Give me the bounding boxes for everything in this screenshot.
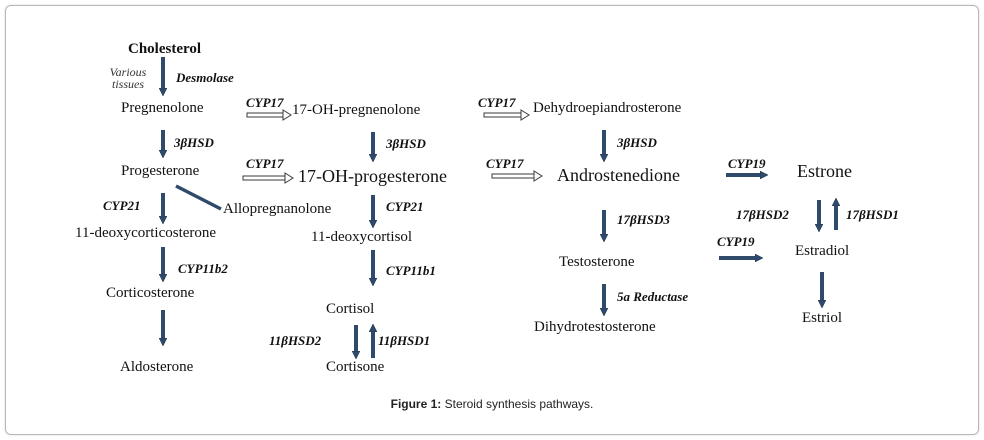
- compound-pregnenolone: Pregnenolone: [121, 100, 204, 116]
- enzyme-11bhsd2: 11βHSD2: [269, 333, 322, 348]
- compound-testosterone: Testosterone: [559, 254, 635, 270]
- compound-corticosterone: Corticosterone: [106, 285, 195, 301]
- enzyme-cyp19-2: CYP19: [717, 234, 755, 249]
- various-tissues-line1: Various: [109, 65, 147, 79]
- compound-allopregnanolone: Allopregnanolone: [223, 201, 332, 217]
- compound-17-oh-progesterone: 17-OH-progesterone: [298, 166, 447, 186]
- hollow-arrow-prog-ohprog: [242, 172, 294, 184]
- compound-aldosterone: Aldosterone: [120, 359, 194, 375]
- enzyme-cyp11b1: CYP11b1: [386, 263, 436, 278]
- line-progesterone-allopregnanolone: [175, 184, 222, 211]
- compound-deoxycorticosterone: 11-deoxycorticosterone: [75, 225, 217, 241]
- enzyme-3bhsd-3: 3βHSD: [617, 135, 657, 150]
- figure-frame: [5, 5, 979, 435]
- compound-dihydrotestosterone: Dihydrotestosterone: [534, 319, 656, 335]
- enzyme-cyp21-1: CYP21: [103, 198, 141, 213]
- enzyme-cyp11b2: CYP11b2: [178, 261, 228, 276]
- hollow-arrow-ohprog-androstenedione: [491, 170, 543, 182]
- compound-cholesterol: Cholesterol: [128, 41, 202, 57]
- caption-label: Figure 1:: [390, 397, 442, 411]
- enzyme-17bhsd3: 17βHSD3: [617, 212, 670, 227]
- figure-caption: Figure 1: Steroid synthesis pathways.: [0, 397, 984, 411]
- compound-dehydroepiandrosterone: Dehydroepiandrosterone: [533, 100, 682, 116]
- enzyme-11bhsd1: 11βHSD1: [378, 333, 431, 348]
- compound-estrone: Estrone: [797, 161, 852, 181]
- compound-11-deoxycortisol: 11-deoxycortisol: [311, 229, 413, 245]
- enzyme-3bhsd-2: 3βHSD: [386, 136, 426, 151]
- various-tissues-line2: tissues: [111, 77, 144, 91]
- enzyme-17bhsd1: 17βHSD1: [846, 207, 899, 222]
- compound-cortisol: Cortisol: [326, 301, 375, 317]
- caption-text: Steroid synthesis pathways.: [444, 397, 594, 411]
- enzyme-cyp21-2: CYP21: [386, 199, 424, 214]
- enzyme-cyp19-1: CYP19: [728, 156, 766, 171]
- enzyme-cyp17-4: CYP17: [486, 156, 524, 171]
- enzyme-desmolase: Desmolase: [176, 70, 234, 85]
- compound-estradiol: Estradiol: [795, 243, 850, 259]
- enzyme-cyp17-3: CYP17: [478, 95, 516, 110]
- compound-cortisone: Cortisone: [326, 359, 385, 375]
- various-tissues-note: Various tissues: [102, 66, 154, 90]
- enzyme-5a-reductase: 5a Reductase: [617, 289, 689, 304]
- hollow-arrow-ohpreg-dhea: [483, 109, 530, 121]
- compound-estriol: Estriol: [802, 310, 842, 326]
- hollow-arrow-preg-ohpreg: [246, 109, 292, 121]
- compound-progesterone: Progesterone: [121, 163, 200, 179]
- enzyme-3bhsd-1: 3βHSD: [174, 135, 214, 150]
- compound-androstenedione: Androstenedione: [557, 165, 680, 185]
- compound-17-oh-pregnenolone: 17-OH-pregnenolone: [292, 102, 421, 118]
- enzyme-cyp17-2: CYP17: [246, 156, 284, 171]
- enzyme-cyp17-1: CYP17: [246, 95, 284, 110]
- enzyme-17bhsd2: 17βHSD2: [736, 207, 789, 222]
